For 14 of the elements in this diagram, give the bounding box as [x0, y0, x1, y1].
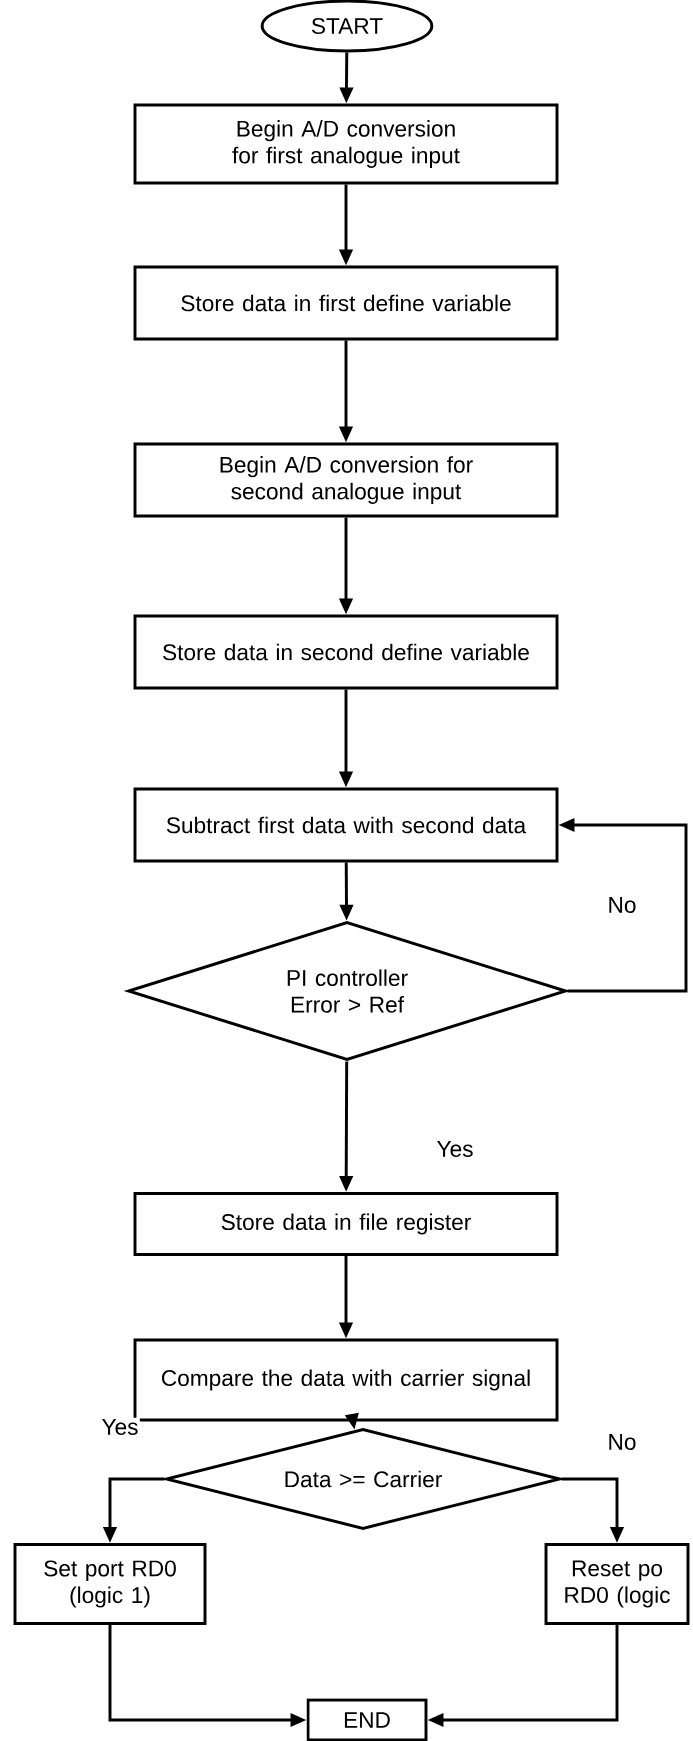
process-box: Store data in file register — [133, 1192, 559, 1256]
process-box: Reset po RD0 (logic — [544, 1543, 690, 1625]
process-box: Set port RD0 (logic 1) — [13, 1543, 207, 1625]
edge-label: No — [606, 1432, 638, 1452]
process-box: Compare the data with carrier signal — [133, 1338, 559, 1422]
edge-label: Yes — [435, 1139, 475, 1159]
process-box: Store data in second define variable — [133, 614, 559, 690]
process-box: Begin A/D conversion for second analogue input — [133, 442, 559, 518]
process-box: END — [306, 1698, 428, 1741]
process-box: Store data in first define variable — [133, 265, 559, 341]
process-box: Subtract first data with second data — [133, 787, 559, 863]
process-box: Begin A/D conversion for first analogue input — [133, 103, 559, 185]
edge-label: No — [606, 895, 638, 915]
edge-label: Yes — [100, 1417, 140, 1437]
